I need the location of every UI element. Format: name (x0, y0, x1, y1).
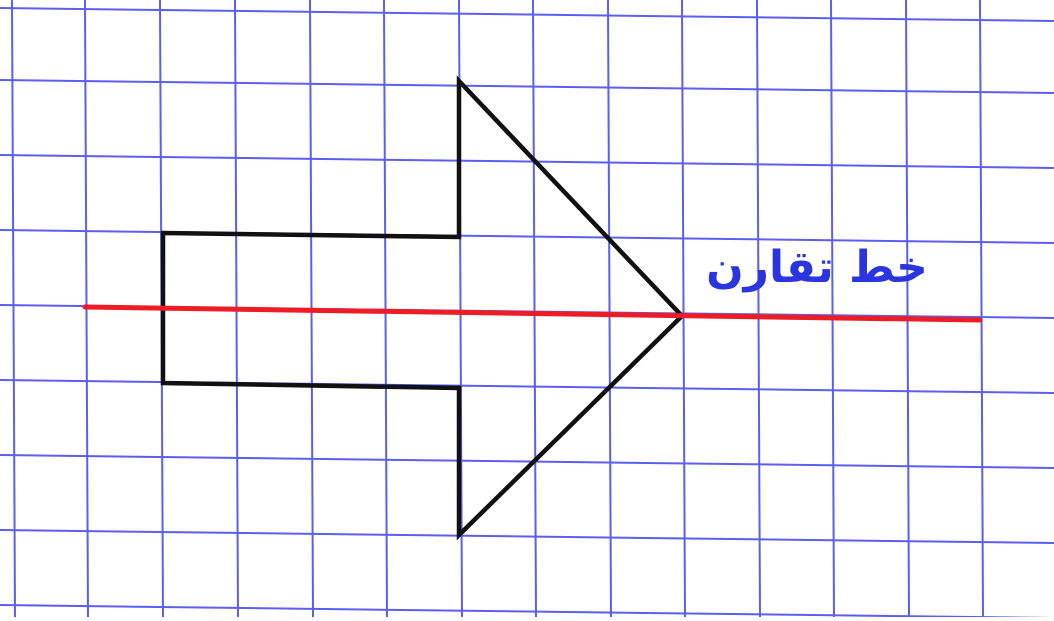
grid-vertical-line (681, 0, 686, 618)
grid-vertical-line (383, 0, 388, 618)
grid-horizontal-line (0, 454, 1054, 469)
grid-vertical-line (830, 0, 835, 618)
grid-vertical-line (532, 0, 537, 618)
symmetry-line (82, 304, 983, 323)
symmetry-line-label: خط تقارن (706, 242, 928, 293)
grid-horizontal-line (0, 604, 1054, 619)
grid-vertical-line (905, 0, 910, 618)
grid-horizontal-line (0, 7, 1054, 22)
grid-vertical-line (979, 0, 984, 618)
grid-horizontal-line (0, 154, 1054, 169)
grid-horizontal-line (0, 79, 1054, 94)
grid-vertical-line (11, 0, 16, 618)
grid-vertical-line (607, 0, 612, 618)
grid-horizontal-line (0, 529, 1054, 544)
grid-vertical-line (756, 0, 761, 618)
arrow-shape (160, 75, 686, 541)
